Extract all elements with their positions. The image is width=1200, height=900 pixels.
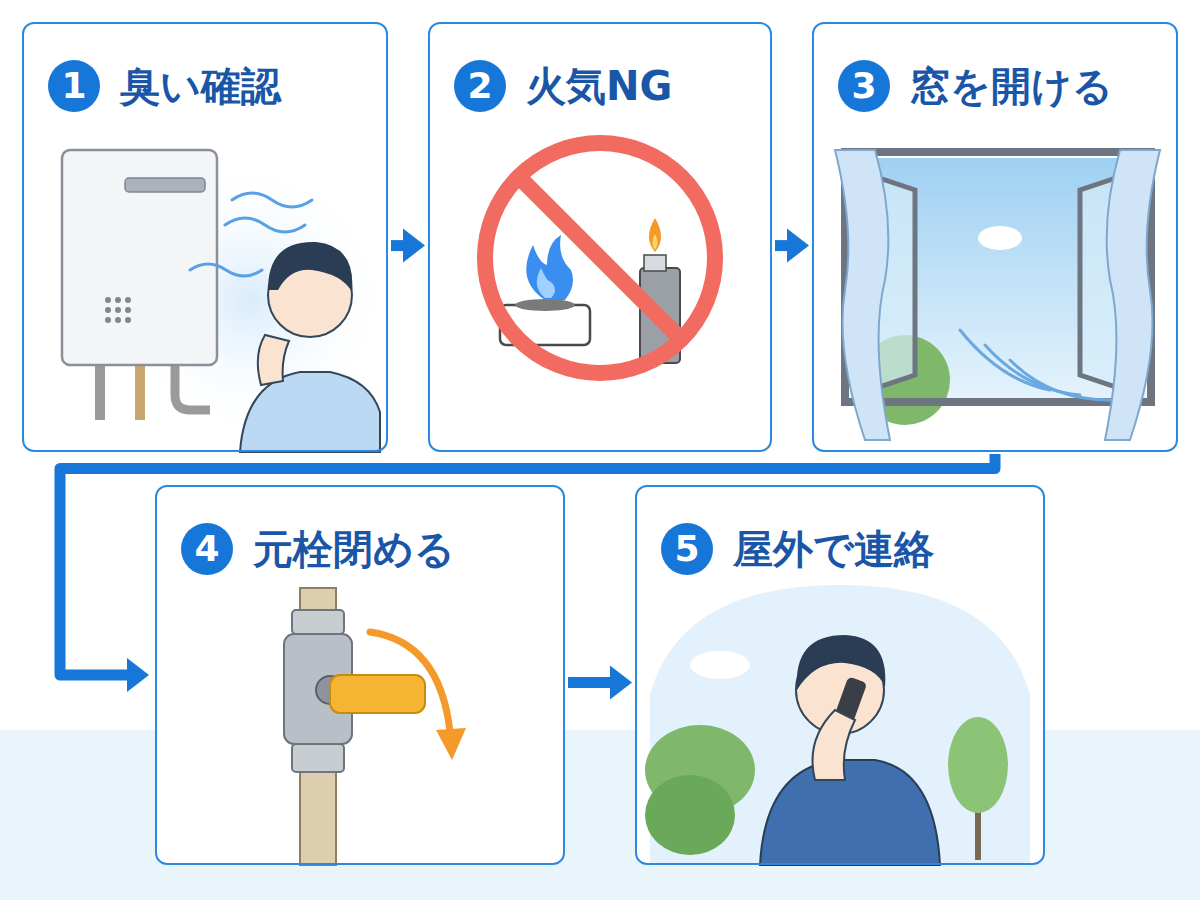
flow-arrow bbox=[391, 229, 425, 263]
step-title: 窓を開ける bbox=[910, 62, 1113, 110]
arrow-head bbox=[787, 229, 809, 263]
step-number: 3 bbox=[838, 60, 890, 112]
step-panel: 5 屋外で連絡 bbox=[635, 485, 1045, 865]
arrow-head bbox=[610, 666, 632, 700]
step-title: 臭い確認 bbox=[120, 62, 281, 110]
step-title: 火気NG bbox=[526, 62, 672, 110]
step-panel: 2 火気NG bbox=[428, 22, 772, 452]
flow-arrow bbox=[775, 229, 809, 263]
step-panel: 1 臭い確認 bbox=[22, 22, 388, 452]
arrow-shaft bbox=[60, 454, 995, 675]
step-number: 1 bbox=[48, 60, 100, 112]
step-heading: 2 火気NG bbox=[454, 60, 672, 112]
flow-arrow bbox=[60, 454, 995, 692]
flow-arrow bbox=[568, 666, 632, 700]
arrow-shaft bbox=[391, 240, 403, 251]
step-heading: 1 臭い確認 bbox=[48, 60, 281, 112]
step-heading: 3 窓を開ける bbox=[838, 60, 1113, 112]
step-title: 屋外で連絡 bbox=[733, 525, 934, 573]
arrow-shaft bbox=[775, 240, 787, 251]
step-title: 元栓閉める bbox=[253, 525, 455, 573]
step-number: 5 bbox=[661, 523, 713, 575]
step-panel: 4 元栓閉める bbox=[155, 485, 565, 865]
step-heading: 5 屋外で連絡 bbox=[661, 523, 934, 575]
step-number: 2 bbox=[454, 60, 506, 112]
arrow-head bbox=[403, 229, 425, 263]
step-heading: 4 元栓閉める bbox=[181, 523, 455, 575]
step-panel: 3 窓を開ける bbox=[812, 22, 1178, 452]
step-number: 4 bbox=[181, 523, 233, 575]
arrow-head bbox=[127, 658, 149, 692]
arrow-shaft bbox=[568, 677, 610, 688]
